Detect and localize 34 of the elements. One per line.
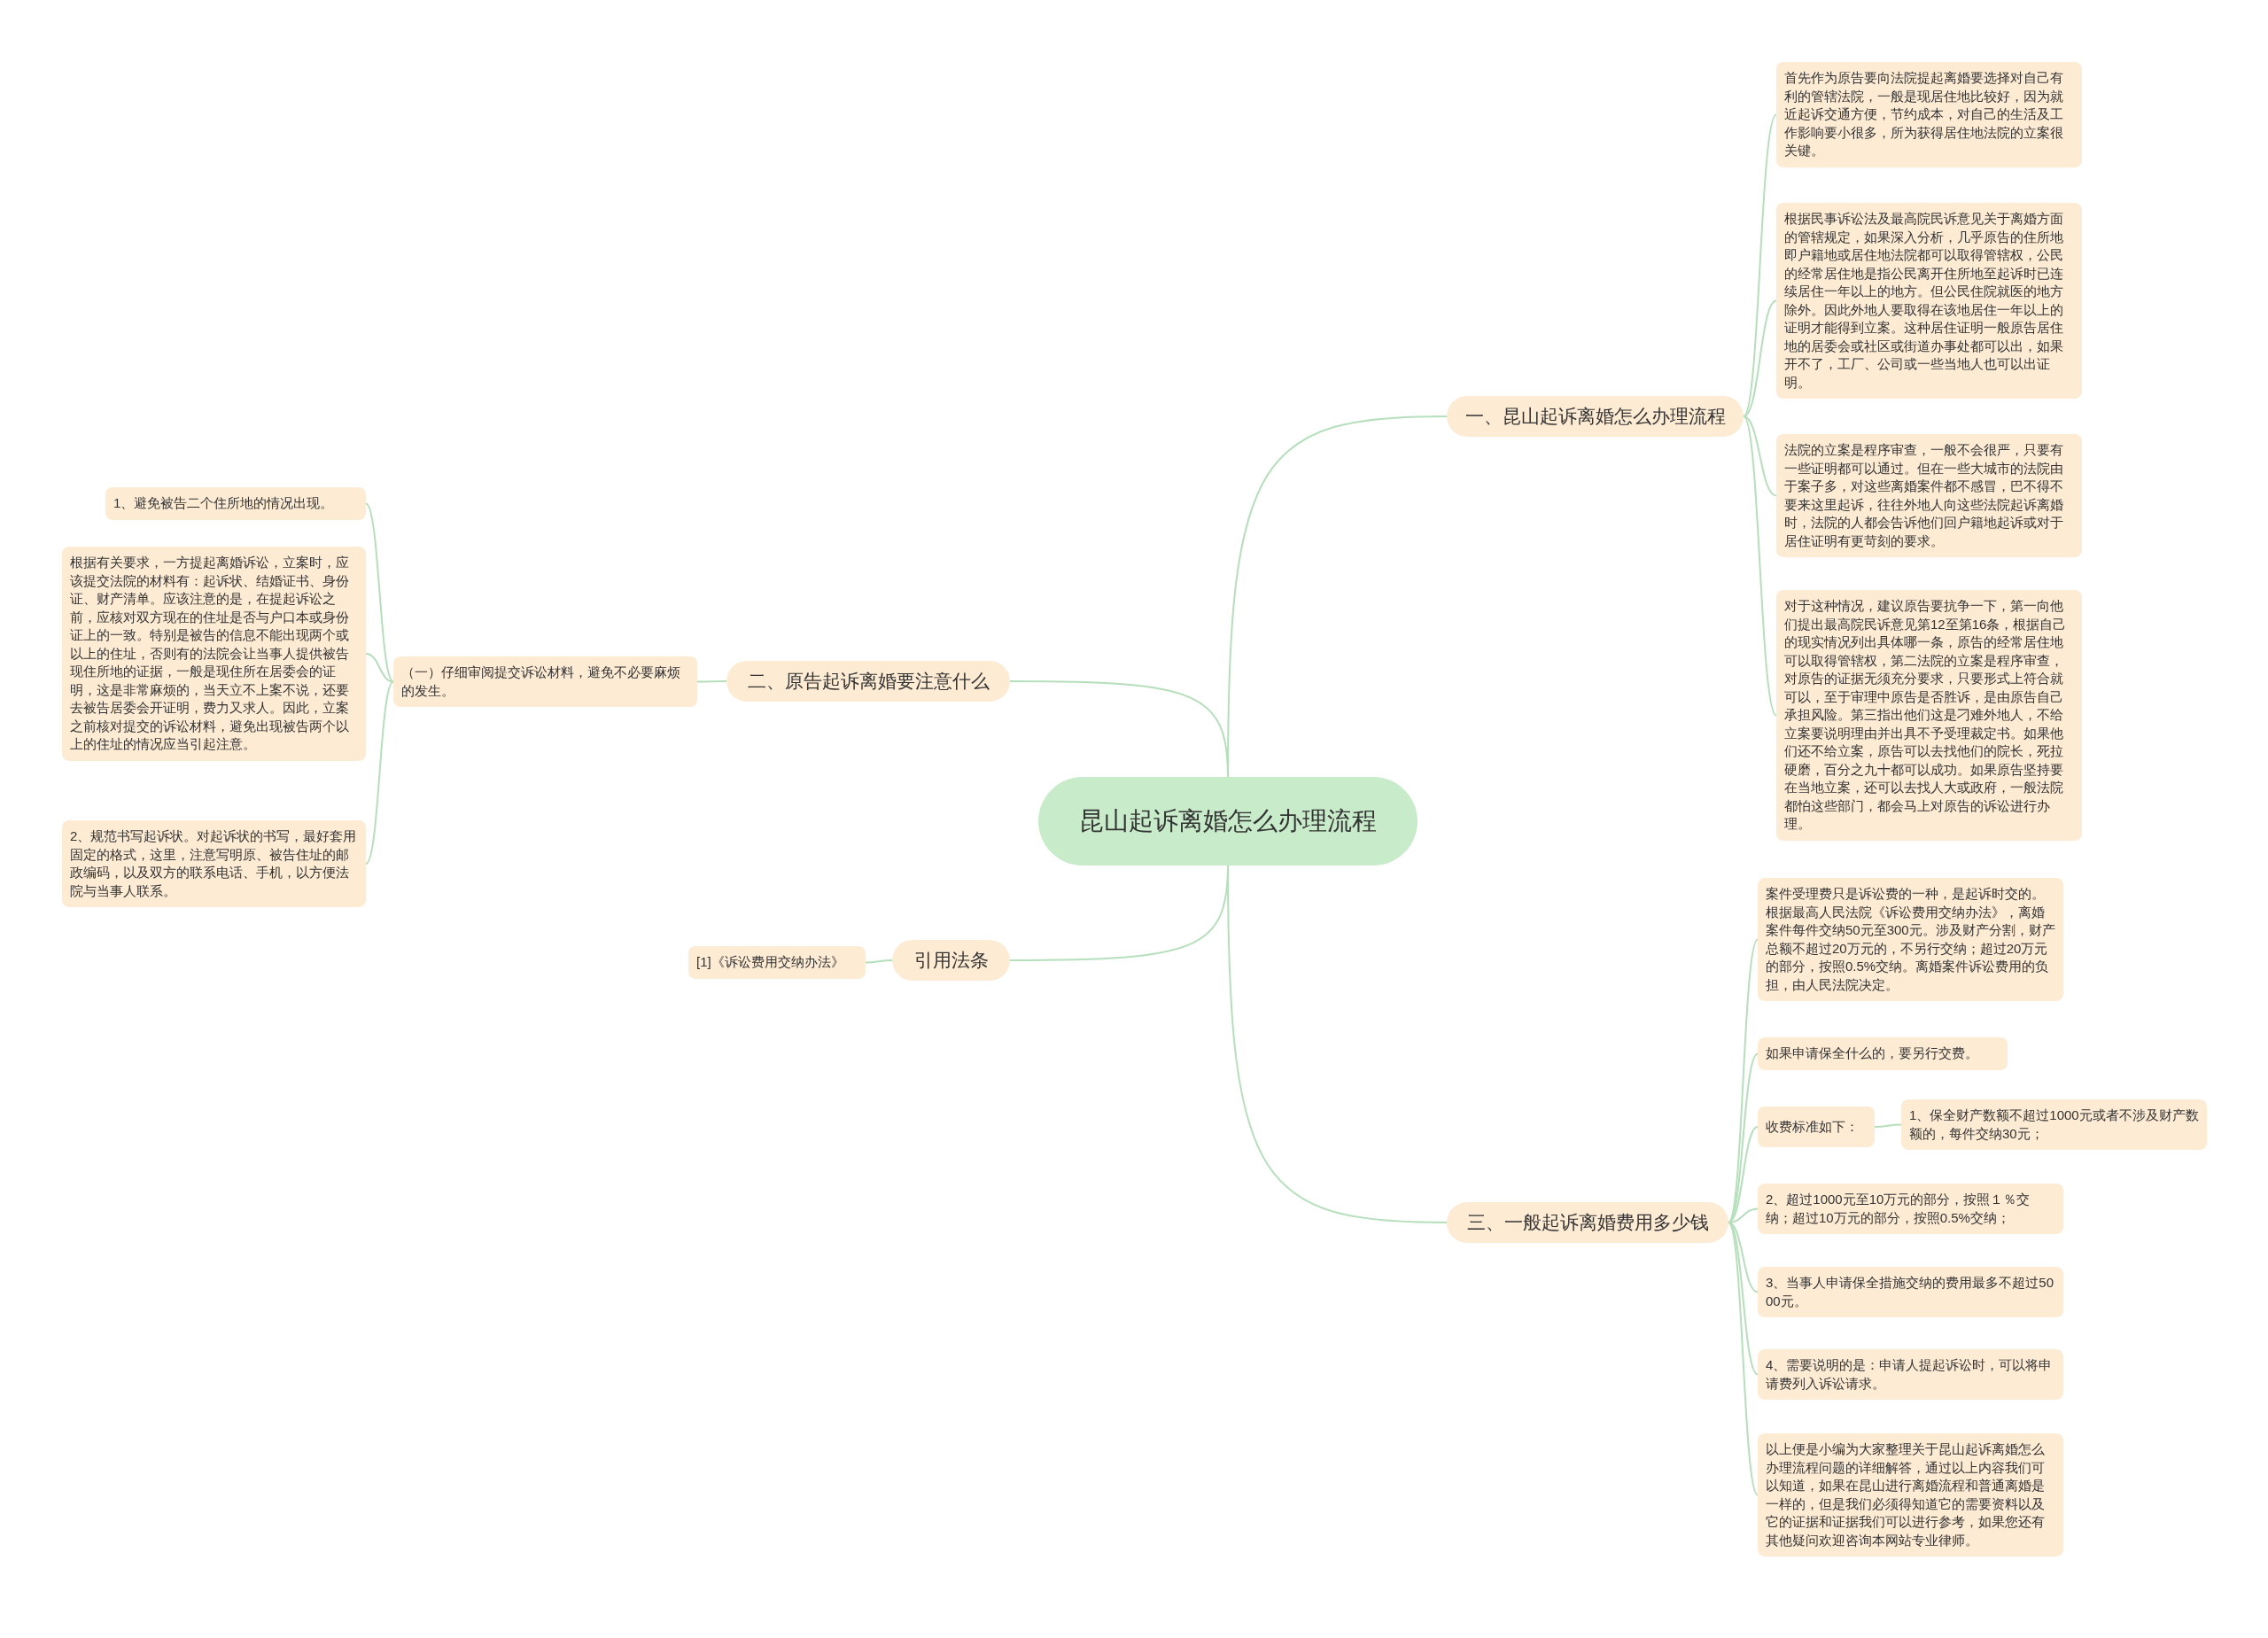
note-card: 如果申请保全什么的，要另行交费。 (1758, 1037, 2008, 1070)
connector-line (1743, 299, 1777, 417)
connector-line (1743, 415, 1777, 497)
branch-topic: 二、原告起诉离婚要注意什么 (726, 661, 1010, 702)
connector-line (1743, 113, 1777, 417)
branch-topic: 引用法条 (892, 940, 1010, 981)
note-card: [1]《诉讼费用交纳办法》 (688, 946, 866, 979)
connector-line (1728, 938, 1759, 1223)
note-card: 根据民事诉讼法及最高院民诉意见关于离婚方面的管辖规定，如果深入分析，几乎原告的住所地即户籍地或居住地法院都可以取得管辖权，公民的经常居住地是指公民离开住所地至起诉时已连续居住一年以上的地方。但公民住院就医的地方除外。因此外地人要取得在该地居住一年以上的证明才能得到立案。这种居住证明一般原告居住地的居委会或社区或街道办事处都可以出，如果开不了，工厂、公司或一些当地人也可以出证明。 (1776, 203, 2082, 399)
connector-line (365, 680, 394, 865)
note-card: 收费标准如下： (1758, 1106, 1875, 1147)
note-card: 根据有关要求，一方提起离婚诉讼，立案时，应该提交法院的材料有：起诉状、结婚证书、身份证、财产清单。应该注意的是，在提起诉讼之前，应核对双方现在的住址是否与户口本或身份证上的一致。特别是被告的信息不能出现两个或以上的住址，否则有的法院会让当事人提供被告现住所地的证据，一般是现住所在居委会的证明，这是非常麻烦的，当天立不上案不说，还要去被告居委会开证明，费力又求人。因此，立案之前核对提交的诉讼材料，避免出现被告两个以上的住址的情况应当引起注意。 (62, 547, 366, 761)
note-card: 1、避免被告二个住所地的情况出现。 (105, 487, 366, 520)
note-card: 3、当事人申请保全措施交纳的费用最多不超过5000元。 (1758, 1267, 2063, 1317)
branch-topic: 三、一般起诉离婚费用多少钱 (1447, 1202, 1728, 1243)
note-card: 案件受理费只是诉讼费的一种，是起诉时交的。根据最高人民法院《诉讼费用交纳办法》，离婚案件每件交纳50元至300元。涉及财产分割，财产总额不超过20万元的，不另行交纳；超过20万元的部分，按照0.5%交纳。离婚案件诉讼费用的负担，由人民法院决定。 (1758, 878, 2063, 1001)
central-topic: 昆山起诉离婚怎么办理流程 (1038, 777, 1418, 866)
note-card: 法院的立案是程序审查，一般不会很严，只要有一些证明都可以通过。但在一些大城市的法院由于案子多，对这些离婚案件都不感冒，巴不得不要来这里起诉，往往外地人向这些法院起诉离婚时，法院的人都会告诉他们回户籍地起诉或对于居住证明有更苛刻的要求。 (1776, 434, 2082, 557)
connector-line (1874, 1123, 1902, 1128)
note-card: 2、规范书写起诉状。对起诉状的书写，最好套用固定的格式，这里，注意写明原、被告住址的邮政编码，以及双方的联系电话、手机，以方便法院与当事人联系。 (62, 820, 366, 907)
connector-line (865, 959, 893, 964)
connector-line (365, 502, 394, 683)
connector-line (696, 680, 727, 683)
connector-line (1728, 1222, 1759, 1496)
note-card: 对于这种情况，建议原告要抗争一下，第一向他们提出最高院民诉意见第12至第16条，根据自己的现实情况列出具体哪一条，原告的经常居住地可以取得管辖权，第二法院的立案是程序审查，对原告的证据无须充分要求，只要形式上符合就可以，至于审理中原告是否胜诉，是由原告自己承担风险。第三指出他们这是刁难外地人，不给立案要说明理由并出具不予受理裁定书。如果他们还不给立案，原告可以去找他们的院长，死拉硬磨，百分之九十都可以成功。如果原告坚持要在当地立案，还可以去找人大或政府，一般法院都怕这些部门，都会马上对原告的诉讼进行办理。 (1776, 590, 2082, 841)
branch-topic: 一、昆山起诉离婚怎么办理流程 (1447, 396, 1744, 437)
note-card: 4、需要说明的是：申请人提起诉讼时，可以将申请费列入诉讼请求。 (1758, 1349, 2063, 1400)
connector-line (1743, 415, 1777, 717)
note-card: 首先作为原告要向法院提起离婚要选择对自己有利的管辖法院，一般是现居住地比较好，因为就近起诉交通方便，节约成本，对自己的生活及工作影响要小很多，所为获得居住地法院的立案很关键。 (1776, 62, 2082, 167)
note-card: 以上便是小编为大家整理关于昆山起诉离婚怎么办理流程问题的详细解答，通过以上内容我们可以知道，如果在昆山进行离婚流程和普通离婚是一样的，但是我们必须得知道它的需要资料以及它的证据和证据我们可以进行参考，如果您还有其他疑问欢迎咨询本网站专业律师。 (1758, 1433, 2063, 1556)
note-card: 1、保全财产数额不超过1000元或者不涉及财产数额的，每件交纳30元； (1901, 1099, 2207, 1150)
note-card: 2、超过1000元至10万元的部分，按照１％交纳；超过10万元的部分，按照0.5%交纳； (1758, 1184, 2063, 1234)
connector-line (365, 653, 394, 683)
note-card: （一）仔细审阅提交诉讼材料，避免不必要麻烦的发生。 (393, 656, 697, 707)
